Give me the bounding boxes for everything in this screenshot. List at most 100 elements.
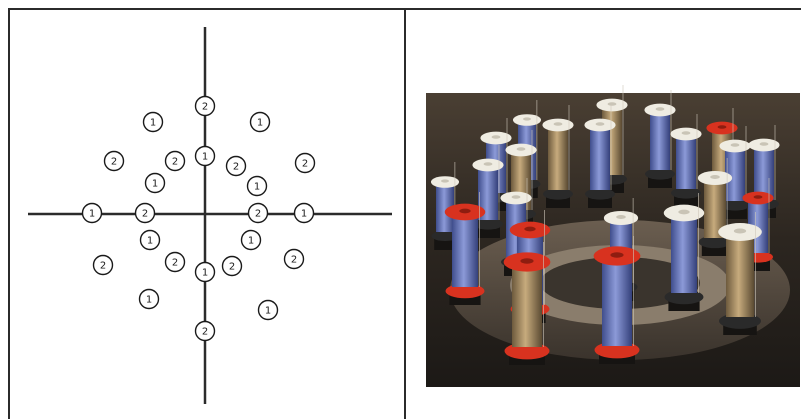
wire-bobbin: [671, 213, 697, 293]
spool-hub: [610, 252, 624, 258]
spool: [663, 193, 705, 311]
spool-hub: [655, 107, 665, 111]
carrier-marker-2: 2: [164, 251, 186, 273]
carrier-marker-2: 2: [294, 152, 316, 174]
carrier-marker-2: 2: [92, 254, 114, 276]
carrier-marker-1: 1: [142, 111, 164, 133]
marker-circle: [103, 150, 125, 172]
wire-bobbin: [512, 262, 542, 347]
carrier-marker-1: 1: [194, 261, 216, 283]
spool: [472, 145, 504, 238]
spool-hub: [524, 226, 536, 232]
marker-circle: [134, 202, 156, 224]
carrier-marker-1: 1: [138, 288, 160, 310]
marker-label: 1: [254, 182, 260, 193]
marker-label: 1: [150, 118, 156, 129]
bottom-flange: [698, 235, 732, 249]
marker-label: 1: [146, 295, 152, 306]
carrier-marker-2: 2: [164, 150, 186, 172]
spool: [503, 242, 551, 365]
marker-circle: [81, 202, 103, 224]
carrier-marker-1: 1: [240, 229, 262, 251]
spool-hub: [511, 195, 521, 199]
wire-bobbin: [602, 256, 632, 346]
spool: [718, 212, 762, 335]
marker-circle: [294, 152, 316, 174]
marker-circle: [144, 172, 166, 194]
spool-hub: [483, 162, 493, 166]
wire-bobbin: [590, 125, 610, 190]
marker-label: 2: [255, 209, 261, 220]
spool: [584, 105, 616, 208]
marker-circle: [246, 175, 268, 197]
marker-label: 2: [142, 209, 148, 220]
marker-circle: [257, 299, 279, 321]
bottom-flange: [719, 313, 761, 329]
carrier-marker-1: 1: [249, 111, 271, 133]
carrier-marker-1: 1: [293, 202, 315, 224]
spool-hub: [733, 228, 747, 234]
marker-circle: [194, 95, 216, 117]
carrier-marker-1: 1: [144, 172, 166, 194]
marker-label: 2: [172, 258, 178, 269]
marker-circle: [247, 202, 269, 224]
marker-circle: [225, 155, 247, 177]
spool: [644, 90, 676, 188]
panel-divider: [404, 8, 406, 419]
spool-group: [430, 85, 780, 365]
spool-hub: [730, 143, 740, 147]
wire-bobbin: [725, 146, 745, 201]
wire-bobbin: [676, 134, 696, 189]
spool: [444, 192, 486, 305]
marker-label: 1: [257, 118, 263, 129]
marker-label: 1: [202, 268, 208, 279]
carrier-marker-2: 2: [194, 95, 216, 117]
marker-circle: [164, 150, 186, 172]
bottom-flange: [445, 283, 485, 299]
carrier-marker-2: 2: [103, 150, 125, 172]
wire-bobbin: [704, 178, 726, 238]
wire-bobbin: [548, 125, 568, 190]
carrier-marker-1: 1: [81, 202, 103, 224]
marker-circle: [194, 320, 216, 342]
spool-hub: [681, 131, 691, 135]
spool: [697, 158, 733, 256]
marker-circle: [194, 261, 216, 283]
spool-hub: [759, 142, 769, 146]
marker-label: 1: [202, 152, 208, 163]
marker-circle: [283, 248, 305, 270]
spool-hub: [520, 258, 534, 264]
carrier-marker-1: 1: [257, 299, 279, 321]
marker-label: 1: [147, 236, 153, 247]
wire-bobbin: [726, 232, 754, 317]
spool-hub: [523, 117, 531, 121]
wire-bobbin: [650, 110, 670, 170]
spool-hub: [616, 215, 626, 219]
marker-label: 2: [202, 327, 208, 338]
spool-hub: [459, 208, 471, 214]
wire-bobbin: [452, 212, 478, 287]
spool-hub: [595, 122, 605, 126]
bottom-flange: [543, 188, 573, 200]
marker-label: 1: [248, 236, 254, 247]
marker-label: 1: [89, 209, 95, 220]
left-border: [8, 8, 10, 419]
marker-label: 2: [291, 255, 297, 266]
bottom-flange: [585, 188, 615, 200]
marker-label: 2: [229, 262, 235, 273]
marker-label: 2: [100, 261, 106, 272]
bottom-flange: [720, 199, 750, 211]
carrier-marker-1: 1: [194, 145, 216, 167]
spool-hub: [607, 102, 617, 106]
marker-circle: [142, 111, 164, 133]
bottom-flange: [671, 187, 701, 199]
carrier-marker-1: 1: [139, 229, 161, 251]
marker-label: 2: [302, 159, 308, 170]
carrier-marker-2: 2: [194, 320, 216, 342]
carrier-marker-2: 2: [134, 202, 156, 224]
carrier-marker-2: 2: [221, 255, 243, 277]
